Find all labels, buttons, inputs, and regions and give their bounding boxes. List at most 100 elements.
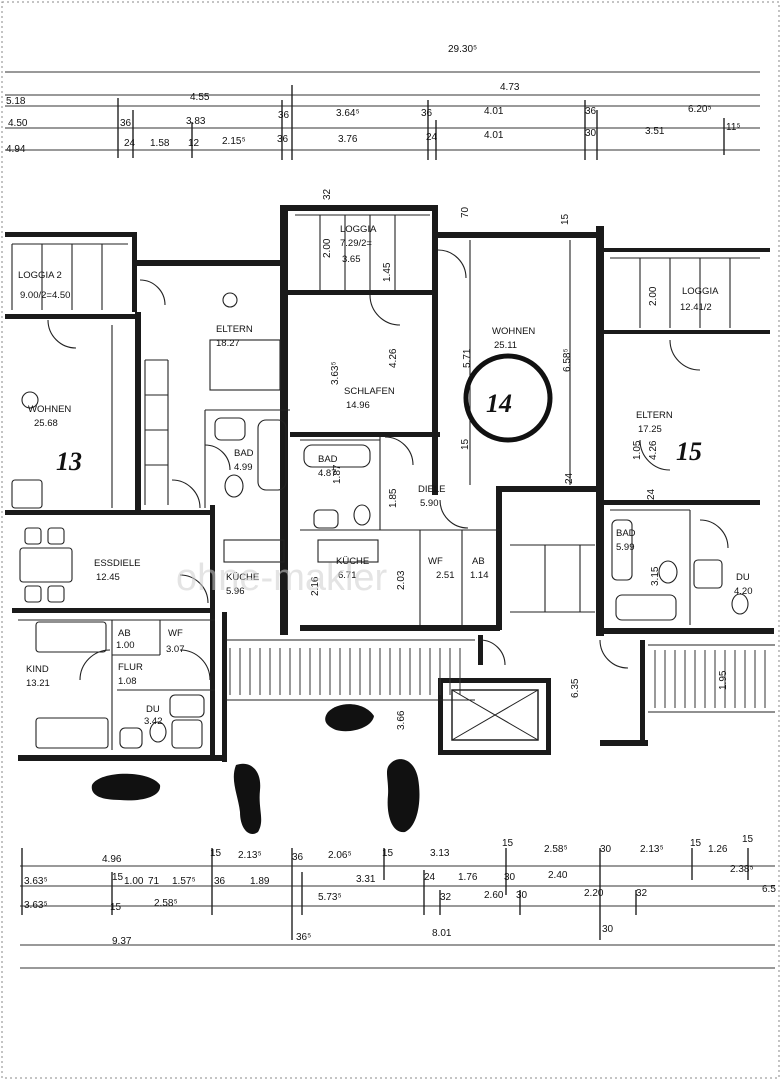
vdim-18: 3.66 — [396, 710, 407, 730]
dim-bot-r3-3: 2.58⁵ — [154, 898, 178, 909]
room-du13-area: 3.42 — [144, 716, 163, 727]
dim-bot-r3-1: 3.63⁵ — [24, 900, 48, 911]
dim-top-r2-5: 3.64⁵ — [336, 108, 360, 119]
room-kueche13-area: 5.96 — [226, 586, 245, 597]
dim-bot-r1-6: 15 — [382, 848, 394, 859]
unit-13-label: 13 — [56, 447, 82, 476]
room-flur-name: FLUR — [118, 662, 143, 673]
room-ab14-area: 1.14 — [470, 570, 489, 581]
door-swings — [47, 249, 729, 681]
vdim-11: 4.26 — [648, 440, 659, 460]
room-bad14-area: 4.87 — [318, 468, 337, 479]
vdim-3: 1.45 — [382, 262, 393, 282]
room-wf13-name: WF — [168, 628, 183, 639]
room-du15-area: 4.20 — [734, 586, 753, 597]
top-dimension-chains: 29.30⁵ 5.18 4.55 4.73 4.50 36 3.83 36 3.… — [5, 44, 760, 160]
dim-bot-r2-6: 36 — [214, 876, 226, 887]
dim-top-r3-9: 4.01 — [484, 130, 504, 141]
dim-bot-r4-1: 9.37 — [112, 936, 132, 947]
vdim-16: 3.15 — [650, 566, 661, 586]
dim-bot-r1-10: 30 — [600, 844, 612, 855]
dim-bot-r1-14: 15 — [742, 834, 754, 845]
vdim-23: 24 — [564, 472, 575, 484]
vdim-13: 1.85 — [388, 488, 399, 508]
dim-top-r3-4: 12 — [188, 138, 200, 149]
vdim-9: 15 — [560, 213, 571, 225]
dim-bot-r2-9: 24 — [424, 872, 436, 883]
vertical-dimension-labels: 32 2.00 1.45 3.63⁵ 4.26 70 5.71 6.58⁵ 15… — [310, 188, 729, 730]
room-wf14-name: WF — [428, 556, 443, 567]
vdim-22: 15 — [460, 438, 471, 450]
vdim-5: 4.26 — [388, 348, 399, 368]
dim-bot-r2-2: 15 — [112, 872, 124, 883]
dim-bot-r1-1: 4.96 — [102, 854, 122, 865]
dim-bot-r3-5: 32 — [440, 892, 452, 903]
dim-top-r2-1: 4.50 — [8, 118, 28, 129]
room-bad13-name: BAD — [234, 448, 254, 459]
exterior-walls — [5, 205, 774, 762]
room-ab14-name: AB — [472, 556, 485, 567]
interior-partitions — [11, 214, 775, 750]
room-wf13-area: 3.07 — [166, 644, 185, 655]
dim-top-r2-2: 36 — [120, 118, 132, 129]
vdim-1: 32 — [322, 188, 333, 200]
vdim-4: 3.63⁵ — [330, 361, 341, 385]
room-eltern15-area: 17.25 — [638, 424, 662, 435]
room-bad13-area: 4.99 — [234, 462, 253, 473]
room-loggia14-name: LOGGIA — [340, 224, 377, 235]
unit-14-circle — [463, 353, 553, 443]
dim-bot-r3-10: 6.5 — [762, 884, 776, 895]
dim-bot-r1-4: 36 — [292, 852, 304, 863]
room-loggia2-name: LOGGIA 2 — [18, 270, 62, 281]
dim-top-r2-3: 3.83 — [186, 116, 206, 127]
dim-bot-r4-4: 30 — [602, 924, 614, 935]
dim-bot-r2-7: 1.89 — [250, 876, 270, 887]
room-kueche13-name: KÜCHE — [226, 572, 259, 583]
dim-bot-r3-7: 30 — [516, 890, 528, 901]
dim-bot-r2-5: 1.57⁵ — [172, 876, 196, 887]
room-loggia14-area: 7.29/2= — [340, 238, 372, 249]
dim-bot-r2-11: 30 — [504, 872, 516, 883]
room-wohnen14-area: 25.11 — [494, 340, 517, 351]
scan-ink-blobs — [91, 704, 420, 834]
room-schlafen-area: 14.96 — [346, 400, 370, 411]
dim-bot-r1-5: 2.06⁵ — [328, 850, 352, 861]
dim-top-r3-5: 2.15⁵ — [222, 136, 246, 147]
room-eltern15-name: ELTERN — [636, 410, 673, 421]
dim-bot-r4-3: 8.01 — [432, 928, 452, 939]
dim-bot-r3-8: 2.20 — [584, 888, 604, 899]
vdim-7: 5.71 — [462, 348, 473, 368]
dim-bot-r1-8: 15 — [502, 838, 514, 849]
room-wohnen13-name: WOHNEN — [28, 404, 71, 415]
room-schlafen-name: SCHLAFEN — [344, 386, 395, 397]
room-wohnen14-name: WOHNEN — [492, 326, 535, 337]
dim-top-r2-4: 36 — [278, 110, 290, 121]
dim-bot-r1-12: 15 — [690, 838, 702, 849]
dim-top-r3-3: 1.58 — [150, 138, 170, 149]
room-loggia15-name: LOGGIA — [682, 286, 719, 297]
room-labels: LOGGIA 2 9.00/2=4.50 WOHNEN 25.68 ELTERN… — [18, 224, 753, 727]
vdim-8: 6.58⁵ — [562, 348, 573, 372]
vdim-19: 6.35 — [570, 678, 581, 698]
elevator-shaft — [451, 689, 539, 741]
room-eltern13-name: ELTERN — [216, 324, 253, 335]
dim-top-r3-2: 24 — [124, 138, 136, 149]
room-flur-area: 1.08 — [118, 676, 137, 687]
vdim-20: 1.95 — [718, 670, 729, 690]
dim-bot-r1-3: 2.13⁵ — [238, 850, 262, 861]
dim-top-r3-12: 11⁵ — [726, 122, 741, 133]
unit-14-label: 14 — [486, 389, 512, 418]
room-loggia15-area: 12.41/2 — [680, 302, 712, 313]
room-kind-name: KIND — [26, 664, 49, 675]
room-kueche14-area: 6.71 — [338, 570, 357, 581]
vdim-2: 2.00 — [322, 238, 333, 258]
dim-bot-r3-4: 5.73⁵ — [318, 892, 342, 903]
dim-bot-r2-12: 2.40 — [548, 870, 568, 881]
dim-bot-r3-6: 2.60 — [484, 890, 504, 901]
dining-furniture — [11, 479, 379, 603]
dim-top-r3-10: 30 — [585, 128, 597, 139]
vdim-12: 1.87 — [332, 464, 343, 484]
dim-top-r2-7: 4.01 — [484, 106, 504, 117]
